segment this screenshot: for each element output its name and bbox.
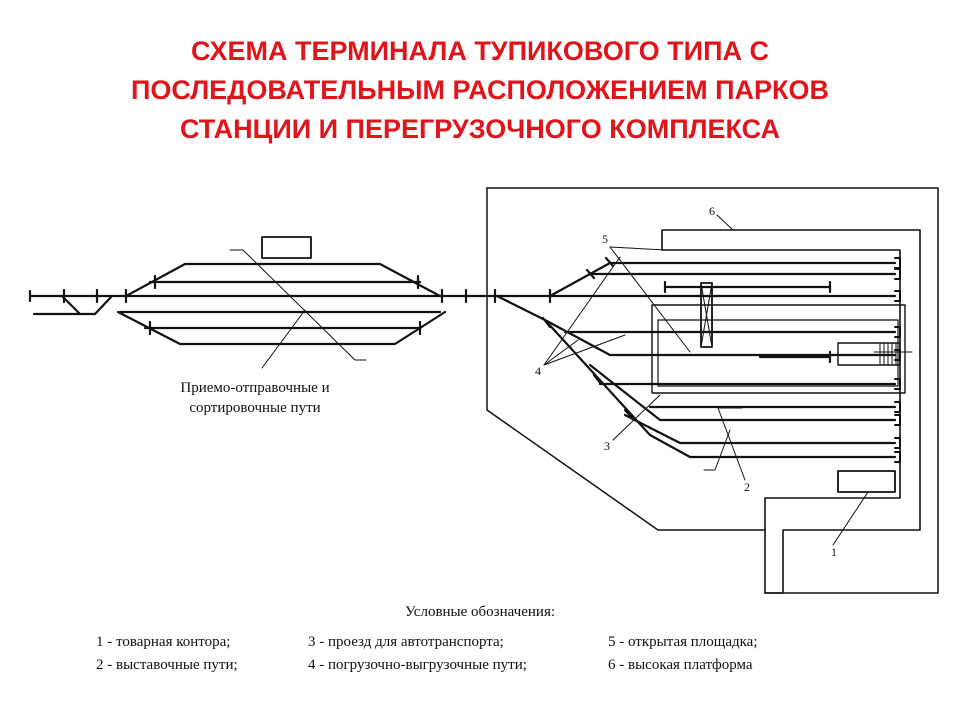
station-building: [261, 236, 312, 259]
station-caption-line-1: Приемо-отправочные и: [180, 380, 330, 396]
loading-platform: [837, 342, 901, 366]
leader-5b: [609, 246, 666, 251]
leader-4a: [543, 256, 621, 366]
leader-2a: [717, 407, 746, 481]
page-title: СХЕМА ТЕРМИНАЛА ТУПИКОВОГО ТИПА С ПОСЛЕД…: [0, 32, 960, 149]
ladder-upper: [548, 261, 897, 298]
joint-12: [585, 268, 596, 280]
gantry-cross: [700, 282, 713, 348]
legend-item-4: 4 - погрузочно-выгрузочные пути;: [308, 657, 527, 673]
caption-leader-1: [229, 249, 367, 361]
legend-item-6: 6 - высокая платформа: [608, 657, 753, 673]
legend-item-2: 2 - выставочные пути;: [96, 657, 238, 673]
caption-leader-2: [261, 309, 306, 369]
callout-1: 1: [831, 545, 837, 559]
gantry-crane: [700, 282, 713, 348]
diverging-track-1: [495, 294, 897, 459]
joint-14: [541, 316, 552, 329]
loading-platform-hatching: [873, 342, 913, 366]
legend-item-5: 5 - открытая площадка;: [608, 634, 758, 650]
leader-5a: [609, 246, 691, 353]
callout-4: 4: [535, 364, 541, 378]
callout-2: 2: [744, 480, 750, 494]
leader-2b: [703, 429, 731, 471]
leader-6: [716, 214, 734, 231]
joint-15: [592, 373, 603, 386]
callout-5: 5: [602, 232, 608, 246]
open-area-inner: [657, 319, 899, 387]
diverging-track-2: [543, 318, 897, 357]
callout-3: 3: [604, 439, 610, 453]
leader-1: [832, 491, 869, 546]
yard-track-1: [124, 262, 442, 298]
leader-3: [612, 394, 661, 441]
title-line-3: СТАНЦИИ И ПЕРЕГРУЗОЧНОГО КОМПЛЕКСА: [179, 114, 780, 144]
diverging-track-5: [623, 413, 897, 445]
title-line-2: ПОСЛЕДОВАТЕЛЬНЫМ РАСПОЛОЖЕНИЕМ ПАРКОВ: [130, 75, 829, 105]
leader-4b: [543, 334, 626, 366]
callout-leaders: [543, 214, 869, 546]
legend-title: Условные обозначения:: [404, 604, 556, 620]
open-area: [651, 304, 906, 394]
legend-item-3: 3 - проезд для автотранспорта;: [308, 634, 504, 650]
station-caption-line-2: сортировочные пути: [189, 400, 321, 416]
callout-6: 6: [709, 204, 715, 218]
joint-16: [623, 408, 636, 422]
freight-office: [837, 470, 896, 493]
title-line-1: СХЕМА ТЕРМИНАЛА ТУПИКОВОГО ТИПА С: [191, 36, 769, 66]
station-caption: Приемо-отправочные и сортировочные пути: [150, 378, 360, 418]
terminal-boundary: [486, 187, 939, 594]
legend-item-1: 1 - товарная контора;: [96, 634, 231, 650]
joint-13: [604, 256, 615, 268]
terminal-boundary-left: [486, 187, 766, 531]
station-yard: [28, 236, 502, 369]
crossover-right: [93, 294, 114, 316]
leader-4c: [543, 339, 579, 366]
high-platform: [661, 229, 921, 594]
